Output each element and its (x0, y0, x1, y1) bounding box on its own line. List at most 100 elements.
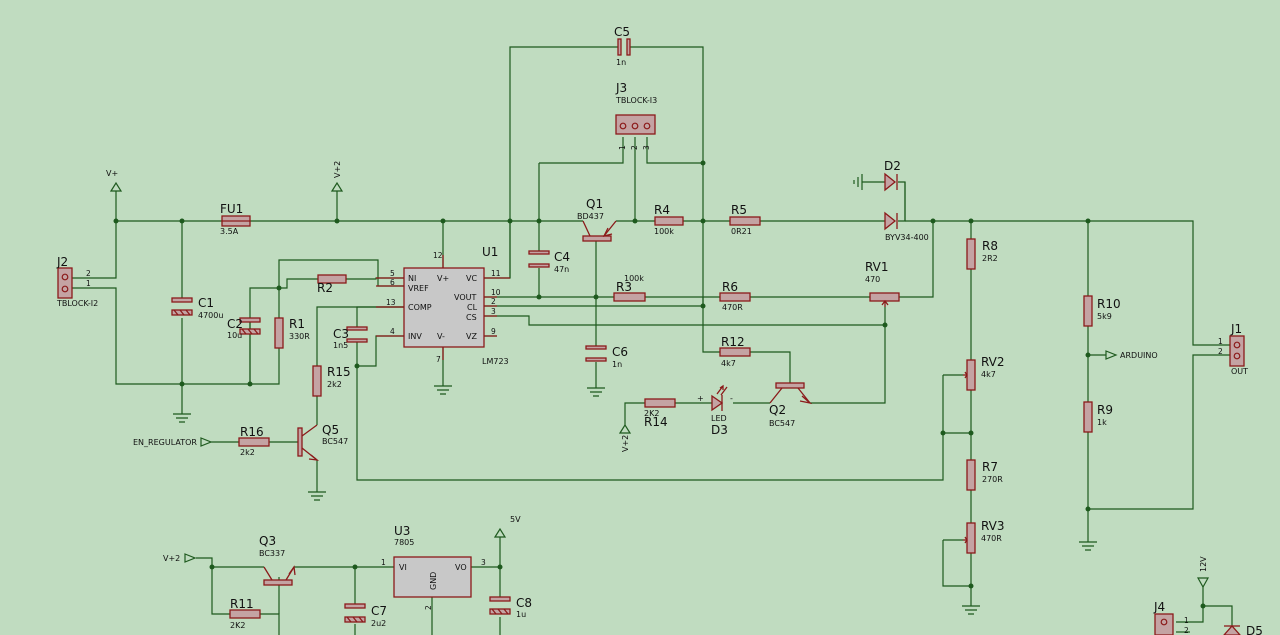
r4-value: 100k (654, 227, 674, 236)
led-d3[interactable]: + - LED D3 (697, 384, 733, 437)
u3-pin-gnd: GND (429, 572, 438, 590)
r7-value: 270R (982, 475, 1003, 484)
ground-u1 (434, 383, 452, 395)
d3-ref: D3 (711, 423, 728, 437)
ground-c1 (173, 410, 191, 423)
regulator-u3-7805[interactable]: U3 7805 VI VO GND 1 3 2 (381, 524, 486, 610)
c1-value: 4700u (198, 311, 223, 320)
fu1-value: 3.5A (220, 227, 239, 236)
ground-c6 (587, 385, 605, 397)
resistor-r2[interactable]: R2 (317, 274, 347, 295)
u1-pin-ni: NI (408, 274, 416, 283)
j1-ref: J1 (1230, 322, 1242, 336)
c8-value: 1u (516, 610, 526, 619)
u1-pin-comp: COMP (408, 303, 432, 312)
capacitor-c7[interactable]: C7 2u2 (344, 603, 387, 628)
j4-pin-2: 2 (1184, 626, 1189, 635)
c7-value: 2u2 (371, 619, 386, 628)
capacitor-c6[interactable]: C6 1n (585, 345, 628, 369)
capacitor-c1[interactable]: C1 4700u (171, 296, 223, 320)
power-terminal-vplus2-top: V+2 (330, 161, 344, 192)
power-terminal-vplus2-q3: V+2 (163, 553, 197, 563)
j1-pin-1: 1 (1218, 337, 1223, 346)
u1-pinnum-vminus: 7 (436, 355, 441, 364)
connector-j1[interactable]: J1 OUT 1 2 (1218, 322, 1248, 376)
ic-u1-lm723[interactable]: U1 LM723 NI VREF COMP INV V+ V- VC VOUT … (376, 245, 510, 366)
c6-ref: C6 (612, 345, 628, 359)
capacitor-c5[interactable]: C5 1n (614, 25, 631, 67)
connector-j3[interactable]: J3 TBLOCK-I3 1 2 3 (615, 81, 657, 150)
resistor-r16[interactable]: R16 2k2 (238, 425, 270, 457)
rv3-value: 470R (981, 534, 1002, 543)
vplus2-led-label: V+2 (621, 435, 630, 452)
potentiometer-rv1[interactable]: RV1 470 (865, 260, 900, 307)
resistor-r5[interactable]: R5 0R21 (729, 203, 761, 236)
junctions (113, 160, 1206, 609)
r5-ref: R5 (731, 203, 747, 217)
potentiometer-rv3[interactable]: RV3 470R (963, 519, 1005, 554)
c6-value: 1n (612, 360, 622, 369)
capacitor-c4[interactable]: C4 47n (528, 250, 570, 274)
arduino-label: ARDUINO (1120, 351, 1158, 360)
r7-ref: R7 (982, 460, 998, 474)
j4-ref: J4 (1153, 600, 1165, 614)
diode-d5[interactable]: D5 (1223, 624, 1263, 635)
resistor-r14[interactable]: 2K2 R14 (644, 398, 676, 429)
rv3-ref: RV3 (981, 519, 1005, 533)
power-terminal-12v: 12V (1196, 556, 1210, 589)
resistor-r9[interactable]: R9 1k (1083, 401, 1113, 433)
resistor-r3[interactable]: 100k R3 (613, 274, 646, 302)
u3-value: 7805 (394, 538, 414, 547)
net-label-arduino: ARDUINO (1105, 350, 1158, 360)
resistor-r10[interactable]: R10 5k9 (1083, 295, 1121, 327)
c4-value: 47n (554, 265, 569, 274)
twelve-v-label: 12V (1199, 556, 1208, 572)
resistor-r8[interactable]: R8 2R2 (966, 238, 998, 270)
transistor-q5[interactable]: Q5 BC547 (297, 423, 348, 461)
c8-ref: C8 (516, 596, 532, 610)
fu1-ref: FU1 (220, 202, 243, 216)
r14-ref: R14 (644, 415, 668, 429)
resistor-r12[interactable]: R12 4k7 (719, 335, 751, 368)
resistor-r1[interactable]: R1 330R (274, 317, 310, 349)
ground-rv3 (962, 603, 980, 615)
fuse-fu1[interactable]: FU1 3.5A (220, 202, 251, 236)
en-regulator-label: EN_REGULATOR (133, 438, 197, 447)
r11-ref: R11 (230, 597, 254, 611)
transistor-q2[interactable]: Q2 BC547 (769, 382, 813, 428)
d3-value: LED (711, 414, 727, 423)
u1-pinnum-cs: 3 (491, 307, 496, 316)
u1-pin-vz: VZ (466, 332, 477, 341)
resistor-r7[interactable]: R7 270R (966, 459, 1003, 491)
r12-value: 4k7 (721, 359, 736, 368)
transistor-q3[interactable]: Q3 BC337 (259, 534, 296, 586)
r16-ref: R16 (240, 425, 264, 439)
capacitor-c8[interactable]: C8 1u (489, 596, 532, 619)
diode-d2[interactable]: D2 BYV34-400 (884, 159, 929, 242)
resistor-r11[interactable]: R11 2K2 (229, 597, 261, 630)
resistor-r15[interactable]: R15 2k2 (312, 365, 351, 397)
r1-value: 330R (289, 332, 310, 341)
connector-j2[interactable]: J2 TBLOCK-I2 2 1 (56, 255, 98, 308)
potentiometer-rv2[interactable]: RV2 4k7 (963, 355, 1005, 391)
capacitor-c3[interactable]: C3 1n5 (333, 326, 368, 350)
rv2-value: 4k7 (981, 370, 996, 379)
u1-pin-cl: CL (467, 303, 478, 312)
j3-pin-1: 1 (618, 145, 627, 150)
r6-value: 470R (722, 303, 743, 312)
q2-value: BC547 (769, 419, 795, 428)
r8-value: 2R2 (982, 254, 998, 263)
power-terminal-vplus: V+ (106, 169, 123, 192)
capacitor-c2[interactable]: C2 10u (227, 317, 261, 340)
q5-ref: Q5 (322, 423, 339, 437)
transistor-q1[interactable]: Q1 BD437 (577, 197, 617, 242)
q2-ref: Q2 (769, 403, 786, 417)
u1-value: LM723 (482, 357, 509, 366)
u1-pinnum-comp: 13 (386, 298, 396, 307)
connector-j4[interactable]: J4 1 2 (1153, 600, 1189, 635)
resistor-r6[interactable]: R6 470R (719, 280, 751, 312)
u1-pinnum-vc: 11 (491, 269, 501, 278)
resistor-r4[interactable]: R4 100k (654, 203, 684, 236)
c2-value: 10u (227, 331, 242, 340)
